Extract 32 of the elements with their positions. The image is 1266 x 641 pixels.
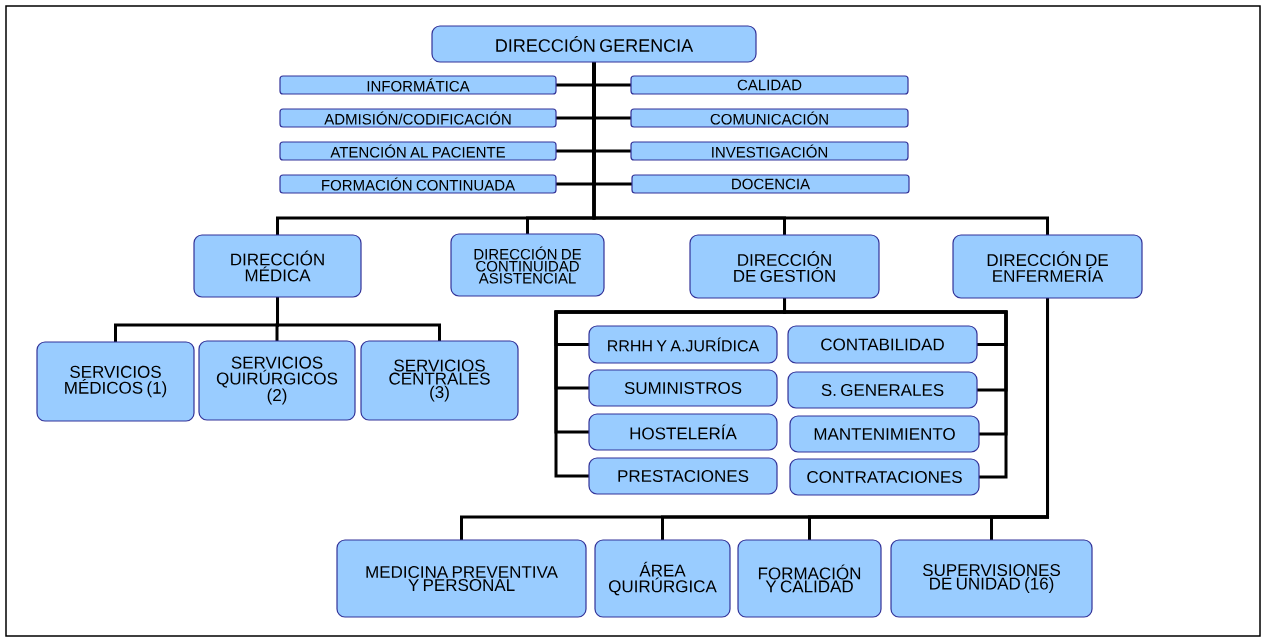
- org-box: PRESTACIONES: [588, 457, 778, 495]
- org-box: ADMISIÓN/CODIFICACIÓN: [279, 108, 557, 128]
- org-box: DIRECCIÓN MÉDICA: [193, 234, 362, 298]
- org-box: CONTABILIDAD: [787, 325, 978, 364]
- org-box: SUPERVISIONES DE UNIDAD (16): [890, 539, 1093, 618]
- org-box: DIRECCIÓN GERENCIA: [431, 25, 757, 63]
- org-box: COMUNICACIÓN: [630, 108, 909, 128]
- org-box: FORMACIÓN Y CALIDAD: [737, 539, 882, 618]
- org-box: SUMINISTROS: [588, 369, 778, 407]
- org-box: ÁREA QUIRÚRGICA: [594, 539, 731, 618]
- org-box: INFORMÁTICA: [279, 75, 557, 95]
- org-box: INVESTIGACIÓN: [630, 141, 909, 161]
- org-box: SERVICIOS MÉDICOS (1): [36, 341, 195, 422]
- org-box: ATENCIÓN AL PACIENTE: [279, 141, 557, 161]
- org-box: SERVICIOS QUIRÚRGICOS (2): [198, 340, 356, 421]
- connector-line: [592, 62, 1049, 235]
- org-box: DIRECCIÓN DE ENFERMERÍA: [952, 234, 1143, 299]
- org-box: SERVICIOS CENTRALES (3): [360, 340, 519, 421]
- org-box: MEDICINA PREVENTIVA Y PERSONAL: [336, 539, 587, 618]
- org-box: RRHH Y A.JURÍDICA: [588, 325, 778, 364]
- connector-line: [990, 298, 1049, 540]
- connector-line: [276, 297, 441, 341]
- org-box: MANTENIMIENTO: [789, 415, 980, 453]
- org-box: CONTRATACIONES: [789, 458, 980, 496]
- org-box: HOSTELERÍA: [588, 413, 778, 451]
- org-box: FORMACIÓN CONTINUADA: [279, 174, 557, 194]
- org-box: DIRECCIÓN DE GESTIÓN: [689, 234, 880, 299]
- org-box: DOCENCIA: [631, 174, 910, 194]
- org-box: S. GENERALES: [787, 371, 978, 409]
- org-box: DIRECCIÓN DE CONTINUIDAD ASISTENCIAL: [450, 233, 605, 297]
- connector-line: [783, 298, 1008, 479]
- org-box: CALIDAD: [630, 75, 909, 95]
